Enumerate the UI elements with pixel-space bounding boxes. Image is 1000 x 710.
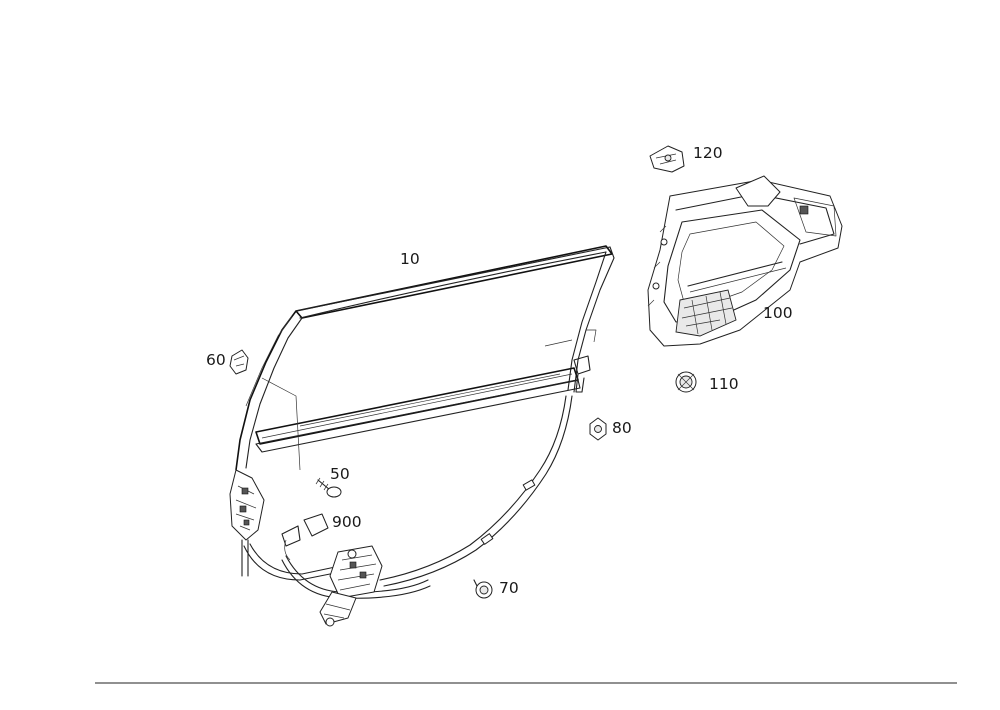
callout-labels: 10 60 50 900 70 80 100 110 120 <box>206 144 793 597</box>
window-motor <box>319 545 383 627</box>
bolt-part <box>473 579 493 599</box>
callout-10: 10 <box>400 250 420 268</box>
callout-50: 50 <box>330 465 350 483</box>
door-module-part <box>647 175 843 347</box>
callout-110: 110 <box>709 375 739 393</box>
callout-120: 120 <box>693 144 723 162</box>
connector-part <box>281 513 329 561</box>
callout-60: 60 <box>206 351 226 369</box>
callout-100: 100 <box>763 304 793 322</box>
callout-900: 900 <box>332 513 362 531</box>
door-glass-assembly <box>229 245 615 541</box>
bracket-part <box>649 145 685 173</box>
clip-part <box>229 349 249 375</box>
regulator-cables <box>241 395 573 599</box>
screw-part <box>315 477 342 498</box>
nut-part <box>589 417 607 441</box>
grommet-part <box>675 371 697 393</box>
callout-70: 70 <box>499 579 519 597</box>
callout-80: 80 <box>612 419 632 437</box>
